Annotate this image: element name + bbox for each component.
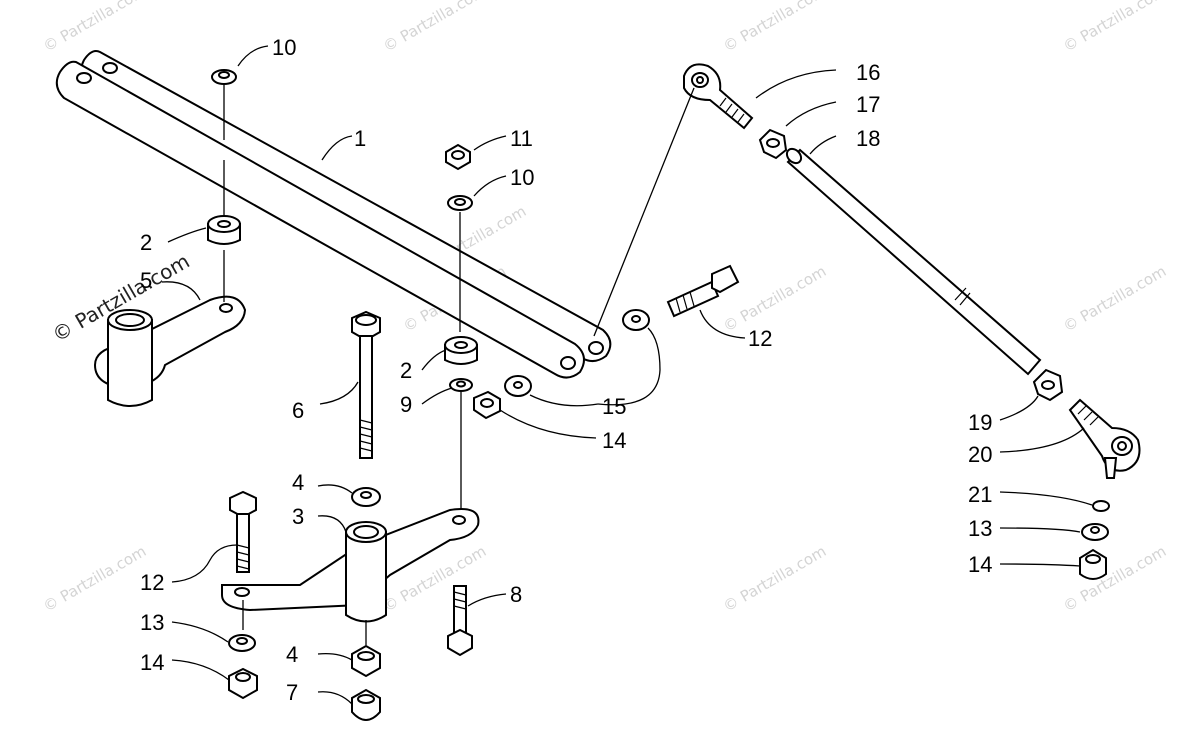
- callout-4-lower: 4: [286, 642, 298, 667]
- callout-14-lower: 14: [140, 650, 164, 675]
- center-washer: [447, 195, 473, 211]
- callout-2-lower: 2: [400, 358, 412, 383]
- mid-washer-b: [622, 309, 650, 331]
- callout-14-right: 14: [968, 552, 992, 577]
- callout-17: 17: [856, 92, 880, 117]
- callout-14-mid: 14: [602, 428, 626, 453]
- lower-spacer: [444, 336, 478, 365]
- callout-10-center: 10: [510, 165, 534, 190]
- jam-nut-upper: [758, 128, 788, 160]
- long-bolt: [351, 310, 381, 459]
- tie-rod-tube: [785, 147, 1042, 376]
- callout-6: 6: [292, 398, 304, 423]
- callout-4-upper: 4: [292, 470, 304, 495]
- jam-nut-lower: [1032, 368, 1064, 402]
- callout-19: 19: [968, 410, 992, 435]
- callout-20: 20: [968, 442, 992, 467]
- bracket-bolt: [229, 490, 257, 573]
- link-bars: [55, 50, 612, 379]
- mid-washer-a: [504, 375, 532, 397]
- callout-3: 3: [292, 504, 304, 529]
- callout-labels: 10 1 2 5 11 10 2 9 6 4 3 12 13 14 4 7 8 …: [140, 35, 992, 705]
- lower-nut: [228, 667, 258, 700]
- callout-2-upper: 2: [140, 230, 152, 255]
- mid-nut: [473, 390, 501, 420]
- callout-10-top: 10: [272, 35, 296, 60]
- callout-1: 1: [354, 126, 366, 151]
- flange-nut: [351, 644, 381, 678]
- leader-lines: [161, 45, 1093, 705]
- cap-nut: [351, 688, 381, 721]
- callout-12-lower: 12: [140, 570, 164, 595]
- top-washer: [211, 69, 237, 85]
- mid-bolt: [666, 264, 740, 318]
- callout-12-mid: 12: [748, 326, 772, 351]
- lower-washer: [228, 634, 256, 652]
- bushing-washer: [351, 487, 381, 507]
- callout-13-right: 13: [968, 516, 992, 541]
- callout-8: 8: [510, 582, 522, 607]
- small-washer: [449, 378, 473, 392]
- right-washer: [1081, 523, 1109, 541]
- callout-11: 11: [510, 126, 533, 151]
- rod-end-lower: [1068, 398, 1141, 479]
- center-nut: [445, 143, 471, 171]
- upper-spacer: [207, 215, 241, 245]
- right-small-washer: [1092, 500, 1110, 512]
- callout-5: 5: [140, 268, 152, 293]
- rod-end-upper: [683, 63, 754, 130]
- callout-7: 7: [286, 680, 298, 705]
- small-bolt: [447, 585, 473, 657]
- callout-18: 18: [856, 126, 880, 151]
- callout-9: 9: [400, 392, 412, 417]
- callout-21: 21: [968, 482, 992, 507]
- right-nut: [1079, 548, 1107, 580]
- lower-bracket: [221, 508, 480, 623]
- callout-15: 15: [602, 394, 626, 419]
- upper-bracket: [93, 295, 247, 407]
- callout-13-lower: 13: [140, 610, 164, 635]
- callout-16: 16: [856, 60, 880, 85]
